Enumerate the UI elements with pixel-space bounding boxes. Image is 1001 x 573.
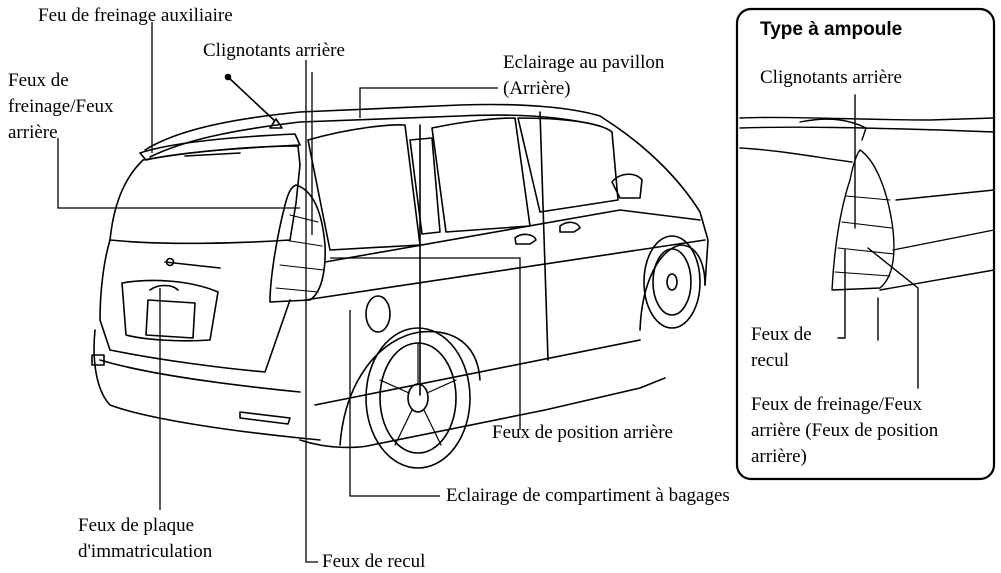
leader-position-lights (330, 257, 521, 430)
leader-brake-tail (57, 138, 300, 209)
tailgate (99, 239, 291, 373)
door-handle-2 (559, 221, 581, 233)
front-wheel (643, 235, 701, 329)
body-beltline (324, 209, 701, 263)
roof-outline (144, 103, 616, 151)
front-end (614, 125, 709, 286)
side-window-1 (307, 124, 421, 251)
label-plate-1: Feux de plaque (78, 515, 195, 536)
rear-window (109, 145, 301, 245)
aux-brake-light (184, 152, 241, 157)
inset-leader-pos (867, 247, 919, 389)
inset-label-brake-1: Feux de freinage/Feux (751, 394, 922, 415)
side-window-3 (431, 117, 531, 233)
fuel-door (365, 295, 391, 333)
inset-label-brake-2: arrière (Feux de position (751, 420, 939, 441)
label-reverse: Feux de recul (322, 551, 426, 572)
label-brake-tail-2: freinage/Feux (8, 96, 114, 117)
antenna (227, 76, 277, 123)
label-plate-2: d'immatriculation (78, 541, 213, 562)
label-roof-light-2: (Arrière) (503, 78, 571, 99)
inset-label-turn-signals: Clignotants arrière (760, 67, 902, 88)
inset-frame (735, 7, 996, 481)
reflector (239, 411, 291, 425)
license-plate-recess (121, 279, 219, 342)
leader-turn-signals (305, 60, 318, 563)
inset-leader-reverse (837, 249, 846, 339)
label-roof-light-1: Eclairage au pavillon (503, 52, 665, 73)
label-cargo-light: Eclairage de compartiment à bagages (446, 485, 730, 506)
side-window-2 (409, 137, 441, 235)
leader-roof-light (359, 87, 498, 118)
inset-label-reverse-1: Feux de (751, 324, 812, 345)
label-turn-signals: Clignotants arrière (203, 40, 345, 61)
label-brake-tail-3: arrière (8, 122, 58, 143)
rear-wheel (365, 327, 471, 469)
body-lower (299, 377, 666, 449)
door-handle-1 (514, 233, 537, 245)
leader-cargo-light (349, 310, 440, 497)
inset-title: Type à ampoule (760, 19, 903, 40)
label-brake-tail-1: Feux de (8, 70, 69, 91)
inset-label-brake-3: arrière) (751, 446, 807, 467)
inset-tail-lamp (831, 149, 895, 291)
side-mirror (611, 173, 643, 199)
label-position-lights: Feux de position arrière (492, 422, 673, 443)
side-window-4 (517, 117, 619, 213)
label-aux-brake: Feu de freinage auxiliaire (38, 5, 233, 26)
tail-lamp (269, 184, 326, 303)
inset-label-reverse-2: recul (751, 350, 789, 371)
license-plate (145, 299, 196, 339)
